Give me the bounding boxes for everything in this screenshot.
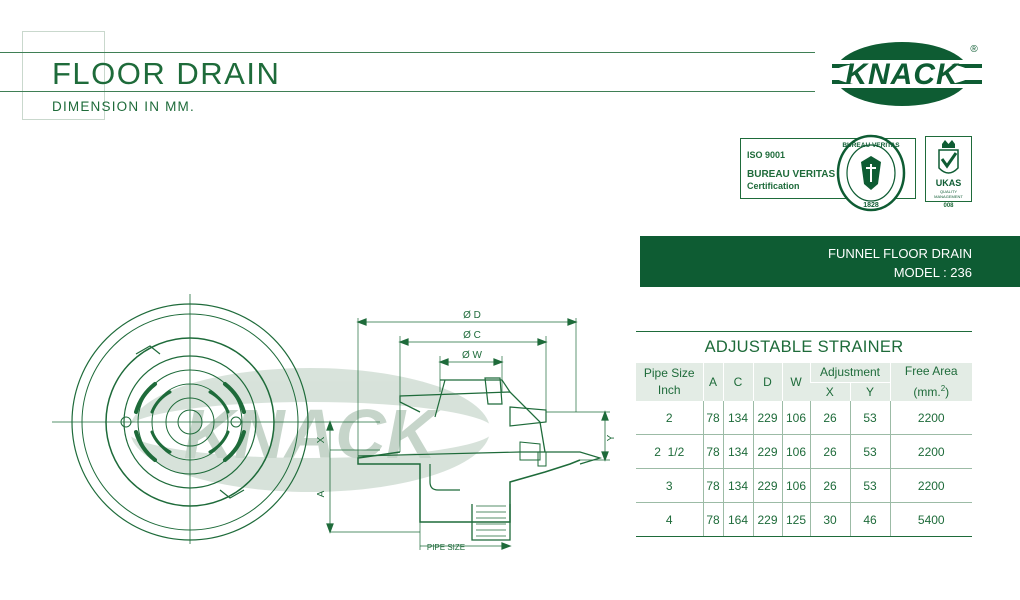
header-pipe-size: Pipe Size Inch [636,363,703,401]
specification-table: ADJUSTABLE STRAINER Pipe Size Inch A C D… [636,331,972,537]
cell-pipe: 2 1/2 [636,434,703,469]
ukas-sub1: QUALITY [940,189,957,194]
header-free-area: Free Area (mm.2) [889,363,972,401]
table-row: 4 78 164 229 125 30 46 5400 [636,502,972,537]
header-y: Y [849,382,890,401]
model-name: FUNNEL FLOOR DRAIN [828,246,972,261]
cell-area: 2200 [889,468,972,503]
label-c: Ø C [463,330,481,341]
seal-text: BUREAU VERITAS [842,142,900,149]
cell-pipe: 4 [636,502,703,537]
plan-view [52,294,330,544]
cell-y: 46 [849,502,890,537]
header-x: X [810,382,850,401]
header-free-area-sup: 2 [940,384,946,393]
cell-area: 2200 [889,401,972,435]
cell-d: 229 [752,502,782,537]
table-row: 2 1/2 78 134 229 106 26 53 2200 [636,434,972,469]
frame-right-line [104,31,105,120]
page-subtitle: DIMENSION IN MM. [52,99,195,114]
label-pipe-size: PIPE SIZE [427,543,465,552]
cell-d: 229 [752,401,782,435]
label-d: Ø D [463,310,481,321]
cell-x: 26 [809,434,850,469]
ukas-code: 008 [943,203,954,209]
frame-top-line [22,31,105,32]
cell-a: 78 [702,502,723,537]
header-free-area-line1: Free Area [904,364,958,378]
cell-w: 125 [781,502,810,537]
ukas-text: UKAS [936,178,962,188]
header-rule-bottom [0,91,815,92]
cell-y: 53 [849,401,890,435]
section-view [326,318,610,550]
header-c: C [722,363,753,401]
ukas-crown-check-icon: UKAS QUALITY MANAGEMENT [934,140,963,199]
header-a: A [702,363,723,401]
spec-table: Pipe Size Inch A C D W Adjustment Free A… [636,363,972,537]
cell-a: 78 [702,468,723,503]
ukas-box [925,136,972,202]
cell-w: 106 [781,468,810,503]
cell-pipe: 2 [636,401,703,435]
model-banner [640,236,1020,287]
certification-box [740,138,916,199]
technical-drawing: KNACK [52,294,617,552]
cell-d: 229 [752,434,782,469]
cell-w: 106 [781,434,810,469]
table-row: 3 78 134 229 106 26 53 2200 [636,468,972,503]
cell-a: 78 [702,401,723,435]
ukas-sub2: MANAGEMENT [934,194,963,199]
header-pipe-line2: Inch [657,383,681,397]
cell-area: 5400 [889,502,972,537]
header-w: W [781,363,810,401]
header-free-area-line2: (mm. [913,385,941,399]
label-a: A [316,490,327,497]
label-y: Y [606,434,617,441]
cell-y: 53 [849,468,890,503]
cell-c: 134 [722,468,753,503]
cell-y: 53 [849,434,890,469]
header-rule-top [0,52,815,53]
table-row: 2 78 134 229 106 26 53 2200 [636,401,972,435]
cell-d: 229 [752,468,782,503]
cell-x: 30 [809,502,850,537]
model-number: MODEL : 236 [893,265,972,280]
page-title: FLOOR DRAIN [52,56,281,91]
registered-mark: ® [970,44,978,55]
cell-area: 2200 [889,434,972,469]
header-pipe-line1: Pipe Size [643,366,695,380]
header-d: D [752,363,782,401]
logo-text: KNACK [845,58,960,91]
bureau-veritas-label: BUREAU VERITAS [747,169,836,180]
frame-bottom-line [22,119,105,120]
cell-x: 26 [809,468,850,503]
cell-pipe: 3 [636,468,703,503]
cell-a: 78 [702,434,723,469]
cell-x: 26 [809,401,850,435]
cell-c: 134 [722,434,753,469]
label-w: Ø W [462,350,483,361]
cell-c: 134 [722,401,753,435]
seal-year: 1828 [863,202,879,209]
frame-left-line [22,31,23,120]
watermark-text: KNACK [184,395,441,473]
label-x: X [316,436,327,443]
cell-w: 106 [781,401,810,435]
iso-label: ISO 9001 [747,150,786,160]
knack-logo: KNACK ® [832,42,982,106]
header-free-area-close: ) [945,385,950,399]
table-title: ADJUSTABLE STRAINER [636,331,972,363]
bureau-veritas-seal-icon: BUREAU VERITAS 1828 [836,134,906,212]
header-adjustment: Adjustment [809,363,890,383]
certification-label: Certification [747,181,800,191]
cell-c: 164 [722,502,753,537]
